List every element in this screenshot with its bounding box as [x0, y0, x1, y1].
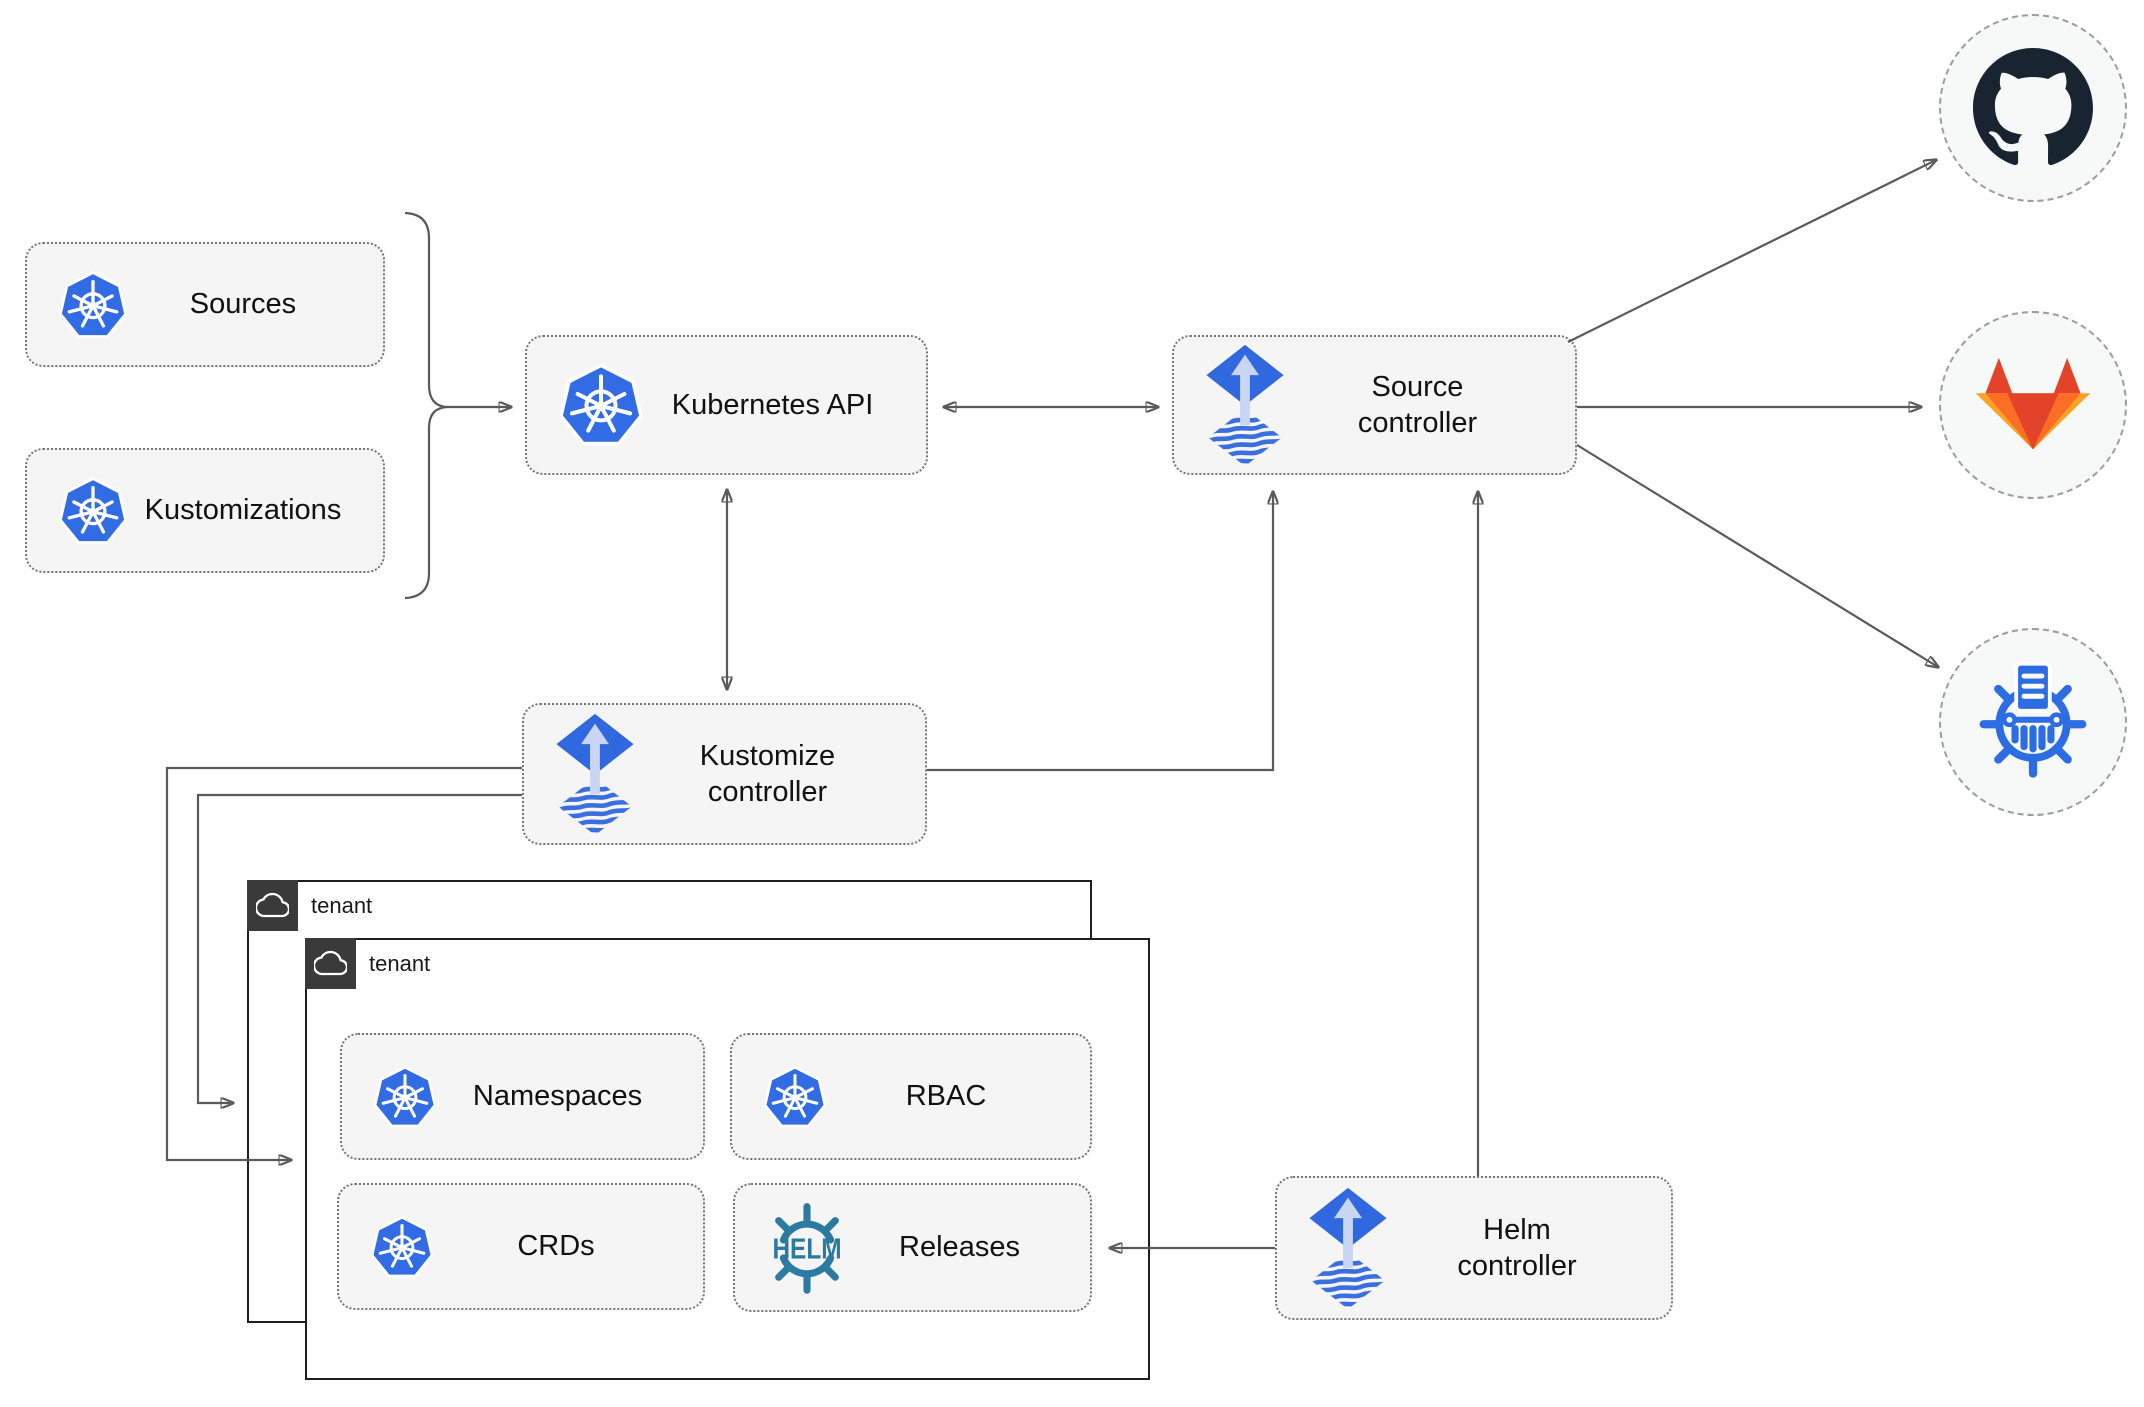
edge-bracket [404, 211, 448, 600]
rbac-node: RBAC [730, 1033, 1092, 1160]
tenant-outer-label: tenant [311, 893, 373, 918]
source-controller-label: Source controller [1357, 370, 1478, 439]
helm-controller-label: Helm controller [1457, 1213, 1577, 1282]
flux-icon [1204, 343, 1286, 468]
edge-source-controller-github [1567, 160, 1936, 343]
sources-label: Sources [189, 288, 297, 321]
source-controller-node: Source controller [1172, 335, 1577, 475]
kubernetes-icon [369, 1214, 435, 1280]
namespaces-node: Namespaces [340, 1033, 705, 1160]
kustomizations-label: Kustomizations [144, 494, 342, 527]
sources-node: Sources [25, 242, 385, 367]
kubernetes-icon [762, 1064, 828, 1130]
cloud-icon [256, 891, 289, 919]
helm-icon [759, 1198, 855, 1298]
kustomizations-node: Kustomizations [25, 448, 385, 573]
kustomize-controller-node: Kustomize controller [522, 703, 927, 845]
artifact-storage-node [1939, 628, 2127, 816]
kustomize-controller-label: Kustomize controller [699, 739, 836, 808]
gitlab-node [1939, 311, 2127, 499]
github-node [1939, 14, 2127, 202]
namespaces-label: Namespaces [472, 1080, 643, 1113]
helm-controller-node: Helm controller [1275, 1176, 1673, 1320]
kubernetes-api-label: Kubernetes API [671, 388, 874, 421]
edge-kustomize-controller-source-controller [927, 492, 1273, 772]
flux-icon [1307, 1186, 1389, 1311]
kubernetes-icon [57, 475, 129, 547]
kubernetes-icon [372, 1064, 438, 1130]
cloud-icon [314, 949, 347, 977]
kubernetes-api-node: Kubernetes API [525, 335, 928, 475]
flux-icon [554, 712, 636, 837]
releases-node: Releases [733, 1183, 1092, 1312]
github-icon [1973, 48, 2093, 168]
rbac-label: RBAC [905, 1080, 987, 1113]
crds-label: CRDs [517, 1230, 595, 1263]
releases-label: Releases [899, 1231, 1020, 1264]
tenant-inner-tab [304, 937, 356, 989]
tenant-outer-tab [246, 879, 298, 931]
edge-source-controller-artifact-storage [1576, 444, 1938, 667]
kubernetes-registry-icon [1977, 659, 2089, 785]
gitlab-icon [1972, 354, 2094, 457]
kubernetes-icon [557, 361, 645, 449]
crds-node: CRDs [337, 1183, 705, 1310]
tenant-inner-label: tenant [369, 951, 431, 976]
kubernetes-icon [57, 269, 129, 341]
